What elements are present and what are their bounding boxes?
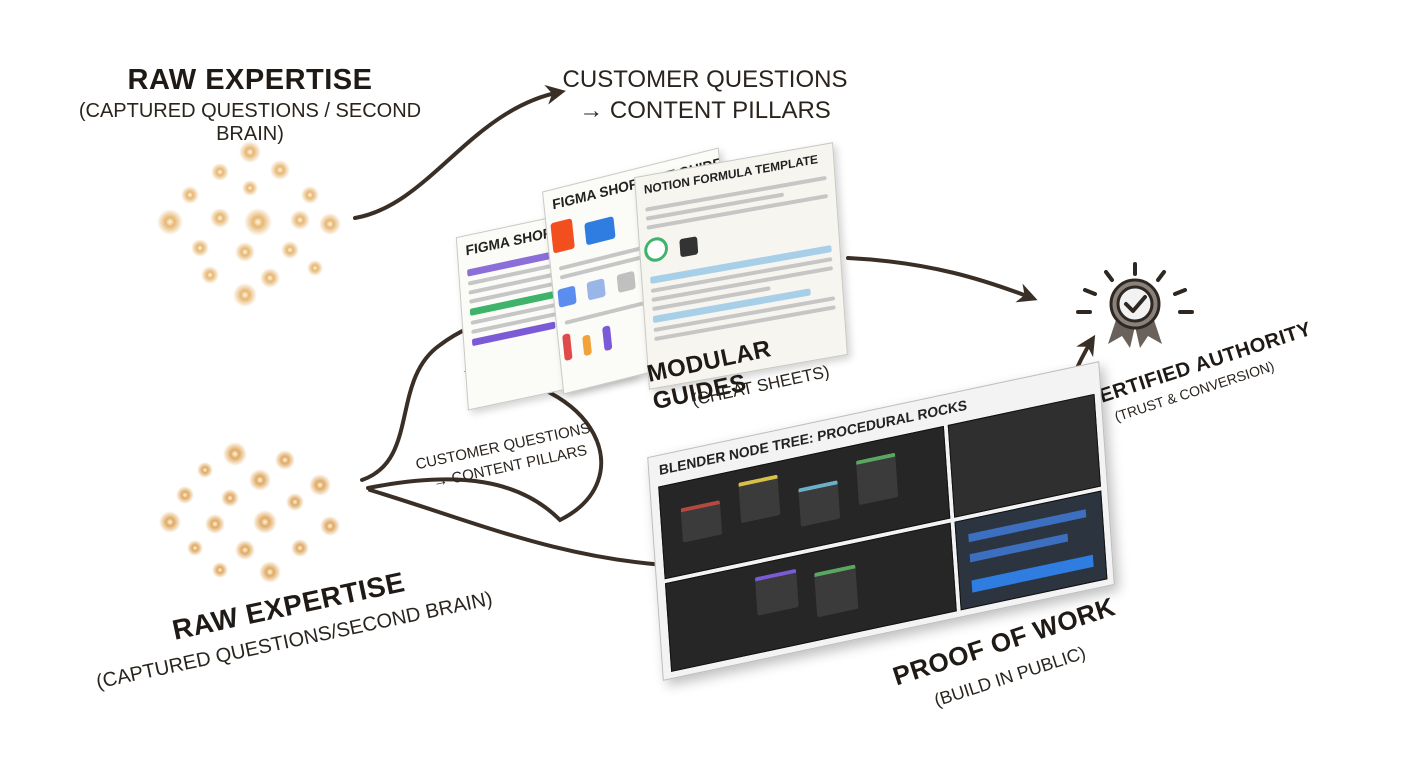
top-expertise-glow-cluster bbox=[150, 140, 350, 310]
arrow-expertise-to-proof bbox=[368, 488, 686, 576]
top-customer-questions: CUSTOMER QUESTIONS bbox=[562, 66, 848, 93]
arrow-guides-to-authority bbox=[846, 256, 1038, 303]
top-content-pillars: → CONTENT PILLARS bbox=[579, 97, 831, 124]
authority-badge bbox=[1060, 262, 1210, 352]
arrow-expertise-to-pillars bbox=[353, 84, 566, 220]
certificate-badge-icon bbox=[1076, 262, 1194, 348]
bottom-expertise-glow-cluster bbox=[155, 440, 355, 590]
top-raw-expertise-subtitle: (CAPTURED QUESTIONS / SECOND BRAIN) bbox=[78, 100, 422, 145]
top-raw-expertise-title: RAW EXPERTISE bbox=[127, 64, 373, 96]
arrow-loop-back bbox=[366, 362, 604, 523]
